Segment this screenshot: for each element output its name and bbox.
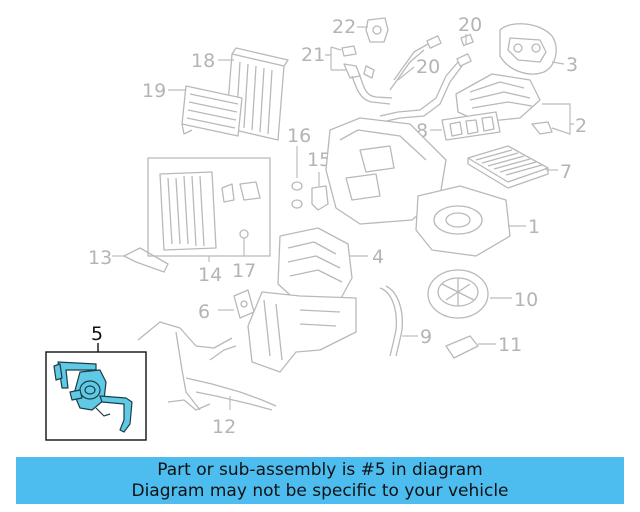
callout-4: 4 [372,246,384,268]
callout-19: 19 [142,80,166,102]
part-19-heater-core [181,85,243,137]
part-7-filter [467,145,549,189]
callout-22: 22 [332,16,356,38]
part-15-sensor [311,172,329,211]
callout-14: 14 [198,264,222,286]
part-5-assembly [53,361,133,433]
part-13-plug [123,247,169,273]
part-8-gasket [441,111,501,141]
callout-21: 21 [301,44,325,66]
banner-line-1: Part or sub-assembly is #5 in diagram [157,459,483,480]
parts-diagram: 22 21 20 20 3 2 [45,14,587,441]
part-10-blower [427,269,489,319]
part-12-harness [137,321,277,411]
part-2-actuator [455,73,553,135]
callout-6: 6 [198,301,210,323]
callout-15: 15 [307,149,331,171]
callout-1: 1 [528,216,540,238]
part-22-grommet [365,17,389,43]
lower-duct-assembly [247,291,357,373]
callout-16: 16 [287,125,311,147]
callout-11: 11 [498,334,522,356]
part-4-lower-case [277,227,353,305]
callout-12: 12 [212,416,236,438]
callout-18: 18 [191,50,215,72]
callout-5: 5 [91,323,103,345]
part-17-screw [239,229,249,256]
callout-20-mid: 20 [416,56,440,78]
part-1-housing [325,117,511,257]
callout-17: 17 [232,260,256,282]
callout-2: 2 [575,115,587,137]
banner-line-2: Diagram may not be specific to your vehi… [131,480,509,501]
part-14-kit [147,157,271,262]
callout-20-top: 20 [458,14,482,36]
part-11-resistor [445,335,479,359]
part-21-clips [341,45,375,79]
callout-13: 13 [88,247,112,269]
part-6-bracket [233,289,255,319]
part-18-evaporator [225,47,289,141]
callout-7: 7 [560,161,572,183]
callout-9: 9 [420,326,432,348]
callout-3: 3 [566,54,578,76]
part-16-orings [291,146,303,209]
part-3-seal [499,23,557,75]
info-banner: Part or sub-assembly is #5 in diagram Di… [16,457,624,504]
callout-10: 10 [514,289,538,311]
part-9-drain-hose [379,285,404,357]
part-20-hoses [351,33,474,123]
